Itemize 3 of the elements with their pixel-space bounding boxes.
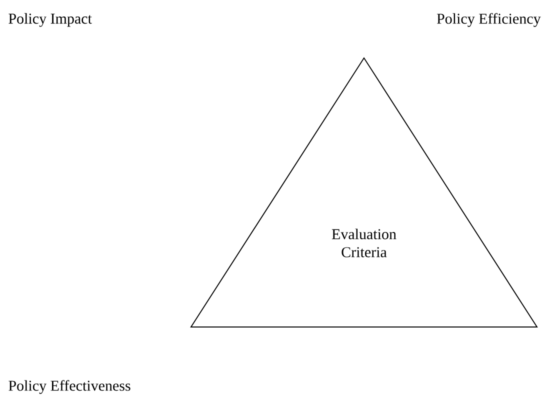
label: Policy Effectiveness: [8, 380, 130, 394]
label: Policy Efficiency: [436, 13, 541, 27]
label: Policy Impact: [8, 13, 92, 27]
